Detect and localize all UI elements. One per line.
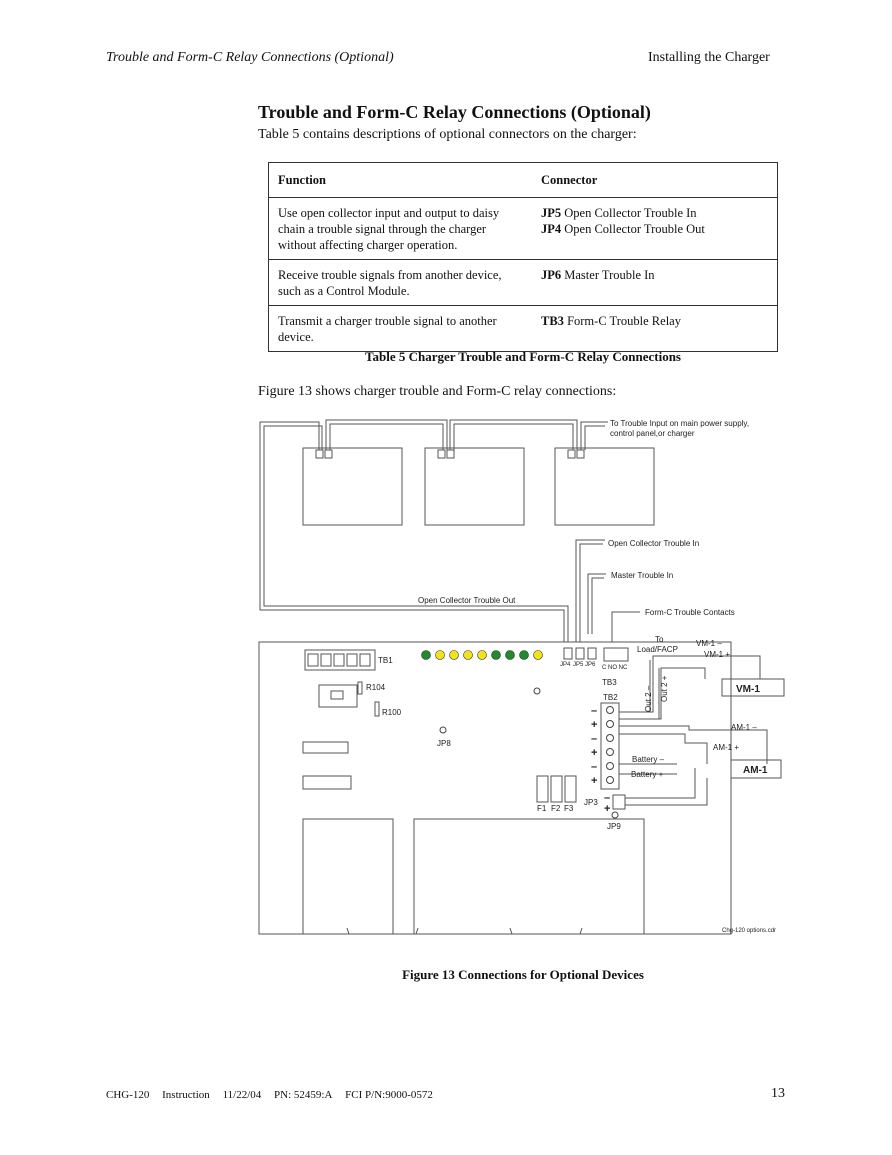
connector-id: JP6 [541, 268, 562, 282]
label-master-trouble-in: Master Trouble In [611, 571, 673, 580]
svg-text:+: + [591, 775, 597, 787]
label-f2: F2 [551, 804, 561, 813]
footer-type: Instruction [162, 1089, 210, 1101]
table-row: Use open collector input and output to d… [268, 197, 778, 260]
connection-diagram: –+ –+ –+ –+ To Trouble Input on main pow… [258, 419, 785, 935]
section-title: Trouble and Form-C Relay Connections (Op… [258, 102, 651, 122]
intro-paragraph: Table 5 contains descriptions of optiona… [258, 127, 637, 142]
label-out2-minus: Out 2 – [644, 685, 653, 712]
svg-text:+: + [604, 803, 610, 815]
label-jp6: JP6 [585, 662, 596, 668]
tb3-terminal [603, 647, 629, 662]
svg-text:–: – [591, 705, 597, 717]
label-tb1: TB1 [378, 656, 393, 665]
label-jp8: JP8 [437, 739, 451, 748]
label-to-trouble-1: To Trouble Input on main power supply, [610, 419, 749, 428]
footer-fci: FCI P/N:9000-0572 [345, 1089, 433, 1101]
svg-text:–: – [591, 761, 597, 773]
connector-cell: JP6 Master Trouble In [532, 259, 778, 306]
led-green [491, 650, 501, 660]
page-number: 13 [771, 1086, 785, 1101]
led-yellow [533, 650, 543, 660]
connector-id: JP4 [541, 222, 562, 236]
svg-text:–: – [591, 733, 597, 745]
label-jp9: JP9 [607, 822, 621, 831]
led-yellow [435, 650, 445, 660]
label-to-load-2: Load/FACP [637, 645, 678, 654]
upper-device-box [424, 447, 525, 526]
footer-doc: CHG-120 [106, 1089, 150, 1101]
led-green [505, 650, 515, 660]
connector-desc: Open Collector Trouble In [561, 206, 697, 220]
label-f3: F3 [564, 804, 574, 813]
svg-text:+: + [591, 719, 597, 731]
figure-caption: Figure 13 Connections for Optional Devic… [402, 967, 644, 982]
led-yellow [477, 650, 487, 660]
connector-cell: JP5 Open Collector Trouble In JP4 Open C… [532, 197, 778, 260]
upper-device-box [302, 447, 403, 526]
footer-date: 11/22/04 [222, 1089, 262, 1101]
table-caption: Table 5 Charger Trouble and Form-C Relay… [365, 349, 681, 364]
label-oc-trouble-in: Open Collector Trouble In [608, 539, 699, 548]
connector-desc: Form-C Trouble Relay [563, 314, 681, 328]
label-battery-plus: Battery + [631, 770, 664, 779]
label-vm1-minus: VM-1 – [696, 639, 722, 648]
function-cell: Transmit a charger trouble signal to ano… [268, 305, 532, 352]
label-vm1-plus: VM-1 + [704, 650, 730, 659]
label-oc-trouble-out: Open Collector Trouble Out [418, 596, 516, 605]
tb2-terminal [600, 702, 620, 790]
label-tb3: TB3 [602, 678, 617, 687]
label-jp5: JP5 [573, 662, 584, 668]
vm1-module [721, 678, 785, 697]
connector-desc: Master Trouble In [561, 268, 655, 282]
label-formc-contacts: Form-C Trouble Contacts [645, 608, 735, 617]
label-tb2: TB2 [603, 693, 618, 702]
function-cell: Use open collector input and output to d… [268, 197, 532, 260]
svg-text:–: – [604, 792, 610, 804]
label-jp4: JP4 [560, 662, 571, 668]
running-header-chapter: Installing the Charger [648, 50, 770, 65]
label-battery-minus: Battery – [632, 755, 665, 764]
led-yellow [449, 650, 459, 660]
table-row: Receive trouble signals from another dev… [268, 259, 778, 306]
connector-id: JP5 [541, 206, 562, 220]
label-to-load-1: To [655, 635, 664, 644]
table-row: Transmit a charger trouble signal to ano… [268, 305, 778, 352]
connector-id: TB3 [541, 314, 564, 328]
connector-desc: Open Collector Trouble Out [561, 222, 705, 236]
tb1-terminal [304, 649, 376, 671]
svg-text:+: + [591, 747, 597, 759]
led-green [421, 650, 431, 660]
label-jp3: JP3 [584, 798, 598, 807]
led-green [519, 650, 529, 660]
table-header-row: Function Connector [268, 162, 778, 198]
label-am1-plus: AM-1 + [713, 743, 739, 752]
label-am1-minus: AM-1 – [731, 723, 757, 732]
label-to-trouble-2: control panel,or charger [610, 429, 695, 438]
label-c-no-nc: C NO NC [602, 665, 628, 671]
upper-device-box [554, 447, 655, 526]
connector-table: Function Connector Use open collector in… [268, 162, 778, 352]
am1-module [730, 759, 782, 779]
label-r104: R104 [366, 683, 386, 692]
label-filename: Chg-120 options.cdr [722, 928, 776, 934]
running-header-section: Trouble and Form-C Relay Connections (Op… [106, 50, 394, 65]
label-f1: F1 [537, 804, 547, 813]
label-am1: AM-1 [743, 765, 768, 776]
label-out2-plus: Out 2 + [660, 675, 669, 702]
label-r100: R100 [382, 708, 402, 717]
connector-cell: TB3 Form-C Trouble Relay [532, 305, 778, 352]
label-vm1: VM-1 [736, 684, 760, 695]
column-header-function: Function [268, 162, 532, 198]
footer-pn: PN: 52459:A [274, 1089, 333, 1101]
page-footer: CHG-120 Instruction 11/22/04 PN: 52459:A… [106, 1089, 443, 1101]
figure-intro: Figure 13 shows charger trouble and Form… [258, 384, 617, 399]
column-header-connector: Connector [532, 162, 778, 198]
function-cell: Receive trouble signals from another dev… [268, 259, 532, 306]
led-yellow [463, 650, 473, 660]
